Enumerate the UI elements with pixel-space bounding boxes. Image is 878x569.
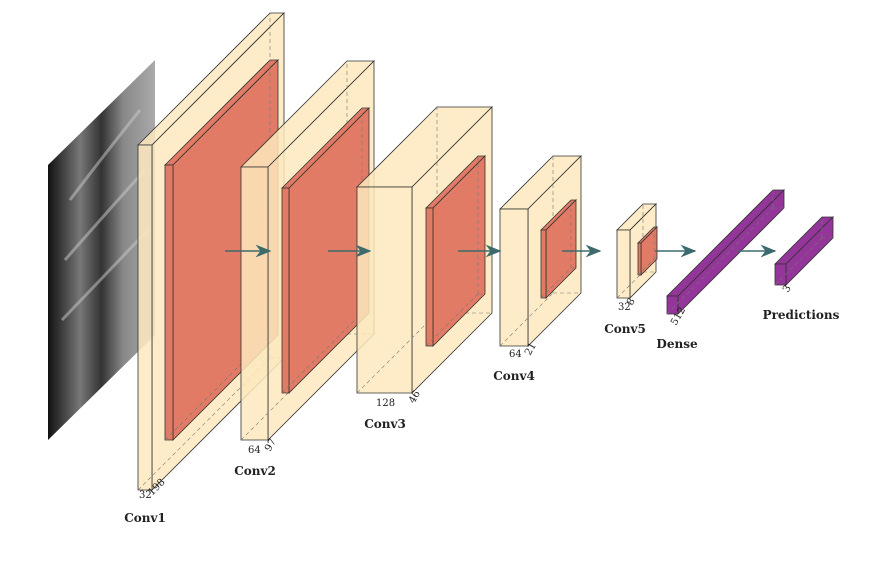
predictions-block	[774, 216, 834, 286]
conv1-activation-front	[164, 164, 174, 441]
conv4-block-front	[499, 208, 529, 347]
conv1-dim-1: 32	[139, 490, 152, 501]
conv2-block-front	[240, 166, 269, 441]
conv3-block-front	[356, 186, 413, 394]
conv1-block-front	[137, 144, 153, 491]
conv3-label: Conv3	[364, 417, 406, 431]
conv2-label: Conv2	[234, 464, 276, 478]
predictions-label: Predictions	[763, 308, 840, 322]
predictions-dim-1: 3	[781, 283, 794, 294]
xray-input-image	[48, 60, 155, 440]
conv5-block-front	[616, 229, 631, 299]
conv5-activation-front	[637, 242, 642, 276]
dense-block-front	[666, 295, 679, 315]
conv2-activation	[281, 107, 370, 394]
dense-block-side	[677, 189, 785, 315]
predictions-block-front	[774, 263, 787, 286]
conv5-dim-2: 8	[625, 296, 638, 307]
dense-block	[666, 189, 785, 315]
conv3-dim-1: 128	[376, 398, 395, 409]
conv4-dim-1: 64	[509, 349, 522, 360]
conv3-activation-front	[425, 207, 434, 347]
dense-block-top	[666, 189, 785, 297]
conv5-dim-1: 32	[618, 302, 631, 313]
conv2-activation-front	[281, 187, 290, 394]
conv2-dim-1: 64	[248, 445, 261, 456]
conv4-label: Conv4	[493, 369, 535, 383]
conv5-label: Conv5	[604, 322, 646, 336]
conv4-activation-front	[540, 229, 547, 299]
conv1-label: Conv1	[124, 511, 166, 525]
conv5-activation	[637, 226, 658, 276]
dense-label: Dense	[656, 337, 698, 351]
conv4-activation	[540, 199, 577, 299]
